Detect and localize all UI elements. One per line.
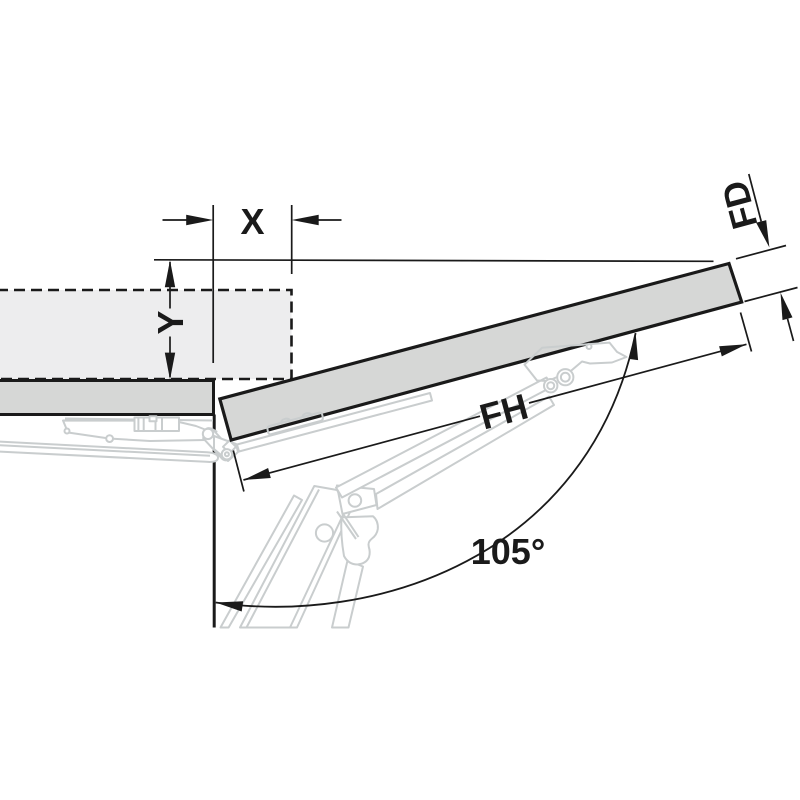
svg-text:Y: Y (150, 310, 191, 334)
svg-text:X: X (240, 201, 264, 242)
svg-text:FD: FD (713, 176, 765, 233)
svg-text:105°: 105° (471, 531, 545, 572)
